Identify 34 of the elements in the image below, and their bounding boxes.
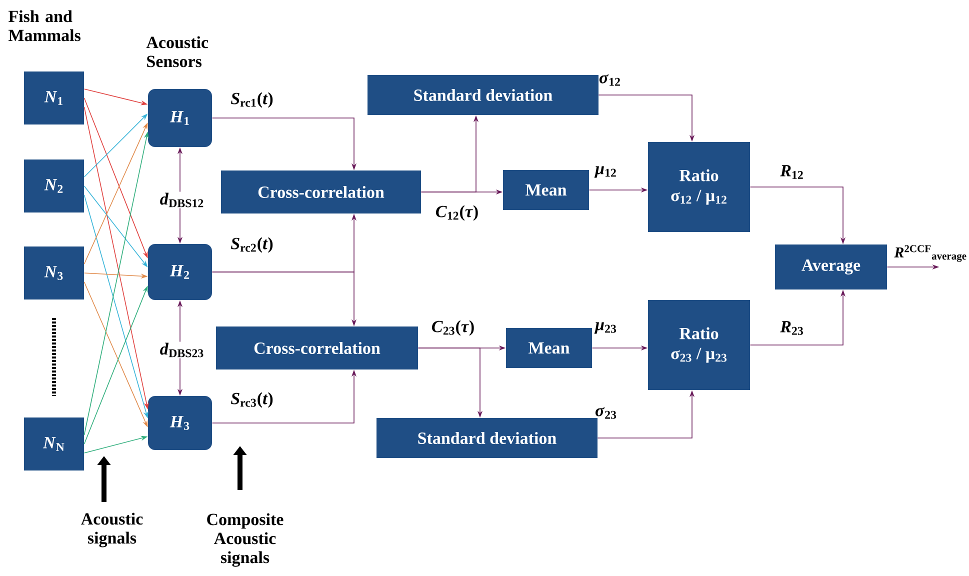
source-box: N$_{1}$ bbox=[24, 72, 84, 124]
edge-label: μ$_{23}$ bbox=[594, 322, 616, 334]
caption-text: Composite Acoustic signals bbox=[207, 513, 284, 567]
caption-text: Acoustic Sensors bbox=[146, 36, 208, 68]
process-box: Standard deviation bbox=[368, 75, 598, 115]
edge-label: d$_{DBS23}$ bbox=[158, 342, 206, 358]
sensor-box: H$_{3}$ bbox=[148, 396, 212, 450]
edge-label: σ$_{23}$ bbox=[596, 407, 616, 419]
edge-label: R$^{2CCF}$average bbox=[894, 245, 966, 262]
edge-label: S$_{rc3}$(t) bbox=[230, 392, 273, 408]
edge-label: R$_{23}$ bbox=[780, 321, 803, 335]
source-box: N$_{2}$ bbox=[24, 160, 84, 212]
process-box: Ratio σ$_{23}$ / μ$_{23}$ bbox=[648, 300, 750, 390]
sensor-box: H$_{2}$ bbox=[148, 244, 212, 300]
process-box: Standard deviation bbox=[376, 418, 598, 458]
process-box: Mean bbox=[506, 328, 592, 368]
edge-label: C$_{12}$(τ) bbox=[436, 205, 478, 221]
caption-text: Fish and Mammals bbox=[8, 10, 80, 42]
edge-label: μ$_{12}$ bbox=[594, 166, 616, 178]
edge-label: S$_{rc2}$(t) bbox=[230, 237, 273, 253]
process-box: Ratio σ$_{12}$ / μ$_{12}$ bbox=[648, 142, 750, 232]
edge-label: σ$_{12}$ bbox=[600, 74, 620, 86]
edge-label: S$_{rc1}$(t) bbox=[230, 92, 273, 108]
process-box: Cross-correlation bbox=[221, 170, 421, 214]
edge-label: C$_{23}$(τ) bbox=[432, 320, 474, 336]
process-box: Cross-correlation bbox=[216, 326, 418, 370]
process-box: Average bbox=[775, 244, 887, 290]
sensor-box: H$_{1}$ bbox=[148, 89, 212, 147]
process-box: Mean bbox=[503, 170, 589, 210]
edge-label: R$_{12}$ bbox=[780, 165, 803, 179]
source-box: N$_{3}$ bbox=[24, 246, 84, 300]
source-box: N$_{N}$ bbox=[24, 418, 84, 470]
caption-text: Acoustic signals bbox=[81, 512, 143, 548]
edge-label: d$_{DBS12}$ bbox=[158, 192, 206, 208]
